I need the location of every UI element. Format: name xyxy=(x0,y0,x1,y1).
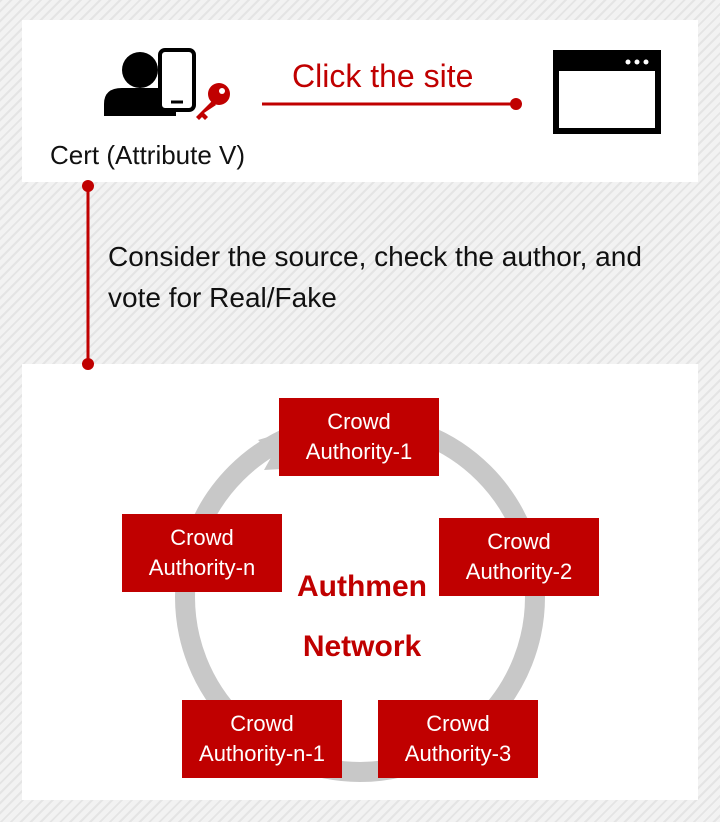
node-line2: Authority-n-1 xyxy=(199,741,325,766)
node-line2: Authority-n xyxy=(148,555,256,580)
key-icon xyxy=(196,83,230,120)
cert-label: Cert (Attribute V) xyxy=(50,140,246,170)
node-line1: Crowd xyxy=(170,525,234,550)
node-line1: Crowd xyxy=(426,711,490,736)
node-line1: Crowd xyxy=(230,711,294,736)
node-authority-3: Crowd Authority-3 xyxy=(378,700,538,778)
click-connector-dot xyxy=(510,98,522,110)
node-authority-n-1: Crowd Authority-n-1 xyxy=(182,700,342,778)
phone-icon xyxy=(158,48,196,112)
node-line1: Crowd xyxy=(487,529,551,554)
step-connector-dot-top xyxy=(82,180,94,192)
step-connector-dot-bottom xyxy=(82,358,94,370)
node-authority-2: Crowd Authority-2 xyxy=(439,518,599,596)
browser-window-icon xyxy=(553,50,661,134)
node-authority-n: Crowd Authority-n xyxy=(122,514,282,592)
node-line1: Crowd xyxy=(327,409,391,434)
network-title-line1: Authmen xyxy=(297,570,427,603)
node-authority-1: Crowd Authority-1 xyxy=(279,398,439,476)
click-site-label: Click the site xyxy=(292,58,474,94)
node-line2: Authority-3 xyxy=(404,741,512,766)
network-title-line2: Network xyxy=(302,630,422,663)
node-line2: Authority-1 xyxy=(305,439,413,464)
step-description: Consider the source, check the author, a… xyxy=(108,241,642,313)
node-line2: Authority-2 xyxy=(465,559,573,584)
